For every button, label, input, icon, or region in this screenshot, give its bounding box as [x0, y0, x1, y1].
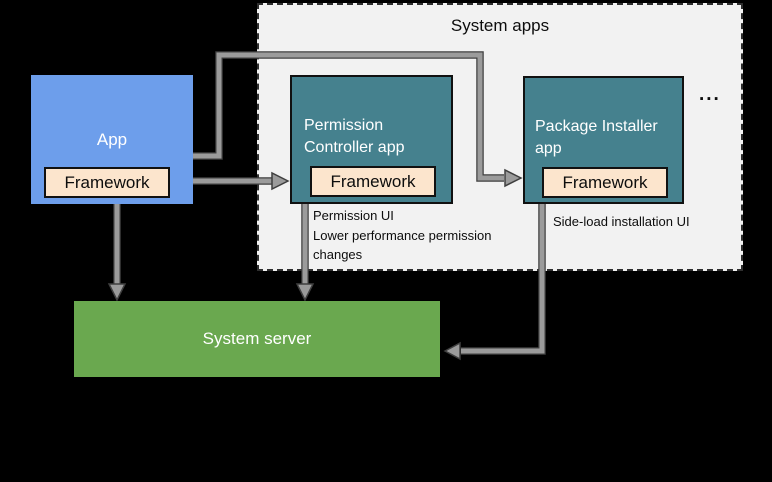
permission-controller-framework-box: Framework	[310, 166, 436, 197]
app-framework-box: Framework	[44, 167, 170, 198]
more-apps-ellipsis: ...	[699, 84, 721, 105]
arrow-package-installer-to-system-server	[443, 196, 546, 361]
app-label: App	[96, 130, 128, 149]
package-installer-app-label: Package Installer app	[535, 118, 658, 157]
permission-controller-app-label: Permission Controller app	[304, 117, 405, 156]
system-apps-title: System apps	[450, 16, 550, 35]
package-installer-app-box: Package Installer app Framework	[523, 76, 684, 204]
permission-controller-app-box: Permission Controller app Framework	[290, 75, 453, 204]
arrow-permission-controller-to-system-server	[295, 196, 315, 302]
system-server-box: System server	[74, 301, 440, 377]
package-installer-note: Side-load installation UI	[553, 214, 690, 229]
arrow-app-to-package-installer	[193, 51, 523, 188]
arrow-app-to-system-server	[107, 190, 127, 302]
system-server-label: System server	[202, 329, 312, 348]
permission-controller-note: Permission UI Lower performance permissi…	[313, 208, 492, 262]
package-installer-framework-box: Framework	[542, 167, 668, 198]
app-box: App Framework	[31, 75, 193, 204]
